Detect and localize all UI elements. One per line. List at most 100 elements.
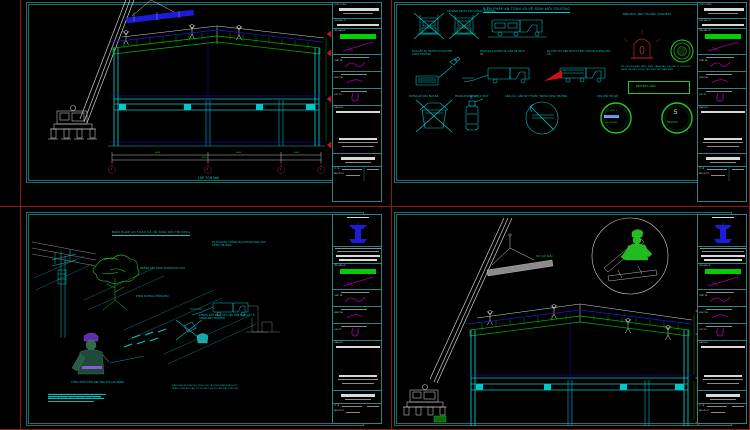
tb-project-sub-bar — [343, 13, 373, 14]
sheet-top-right[interactable]: BIỆN PHÁP AN TOÀN VÀ VỆ SINH MÔI TRƯỜNG — [392, 0, 750, 204]
tb-drawing-name-bar3-tr — [703, 142, 743, 143]
power-lines — [31, 241, 97, 267]
ground-hatch — [33, 255, 257, 365]
tb-sheet-label: BẢN VẼ SỐ — [334, 173, 344, 175]
tb-approver-row-tl: CHỦ TRÌ — [333, 89, 381, 106]
tb-drawing-name-bar3-br — [703, 379, 743, 380]
item-wash-body: PHUN RỬA THÙNG XE, GẦM XE SẠCH SẼ — [480, 51, 525, 56]
green-signal-icon — [670, 39, 694, 63]
tb-drawing-name-bar4-bl — [342, 383, 374, 384]
tb-drawing-highlight-bar-tr — [705, 34, 741, 39]
speed-limit-sign-icon — [661, 102, 693, 134]
tarp-highlight — [544, 70, 562, 81]
dim-text-total: 6000 — [202, 157, 208, 159]
tb-drawing-highlight-bar-bl — [340, 269, 376, 274]
tb-company-bar2-br — [702, 251, 744, 252]
crane-girder-br — [471, 377, 688, 391]
note-right-text: BIỆN PHÁP AN TOÀN LAO ĐỘNG: TẤT CẢ CÔNG … — [172, 385, 240, 390]
grid-bubble-label-1: 1 — [110, 166, 113, 171]
level-marker — [326, 30, 332, 149]
tb-approver-label-tr: CHỦ TRÌ — [699, 94, 707, 96]
company-logo-icon-br — [714, 223, 732, 243]
tb-owner-row-tr: CHỦ ĐẦU TƯ — [698, 19, 746, 29]
tb-drawingname-row-br: GIÁM ĐỐC — [698, 341, 746, 391]
title-block-tr[interactable]: CÔNG TRÌNH CHỦ ĐẦU TƯ TÊN BẢN VẼ THIẾT K… — [697, 2, 747, 202]
tb-sheet-bar-br — [707, 406, 727, 407]
tb-drawing-row-tl: TÊN BẢN VẼ — [333, 29, 381, 55]
tb-company-bar2 — [337, 251, 379, 252]
tb-sheet-bar2 — [367, 169, 379, 170]
board-title-tr: BIỆN PHÁP AN TOÀN VÀ VỆ SINH MÔI TRƯỜNG — [483, 7, 571, 13]
mobile-crane-icon-br — [403, 384, 447, 416]
tb-designer-label-bar — [341, 56, 369, 58]
tb-sheet-bar-bl — [342, 406, 362, 407]
tb-checker-label: KIỂM TRA — [334, 77, 343, 79]
dimension-line — [111, 152, 322, 163]
signature-stroke-bl — [342, 276, 374, 287]
hoist-rigging-icon — [131, 0, 177, 17]
page-boundary-mid — [391, 0, 392, 430]
caption-speed-limit: HẠN CHẾ TỐC ĐỘ — [597, 96, 619, 98]
tb-checker-row-tr: KIỂM TRA — [698, 72, 746, 89]
tb-sheet-bar — [342, 169, 362, 170]
tb-scale-row-tl — [333, 154, 381, 167]
worker-ppe-icon — [71, 332, 110, 375]
label-mist-spray: PHUN SƯƠNG CHỐNG BỤI — [136, 295, 169, 298]
signature-stroke-br — [707, 276, 739, 287]
no-litter-icon — [415, 99, 453, 133]
mobile-crane-icon — [48, 105, 97, 140]
title-block-br[interactable]: TÊN BẢN VẼ THIẾT KẾ KIỂM TRA CHỦ TRÌ GIÁ… — [697, 214, 747, 424]
tb-approver-label-bar — [341, 90, 367, 92]
attention-line2: AN TOÀN — [604, 114, 620, 119]
grid-bubble-label-3: 3 — [279, 166, 282, 171]
tb-drawing-name-bar-br — [701, 346, 745, 348]
tb-drawing-row-tr: TÊN BẢN VẼ — [698, 29, 746, 55]
tb-scale-bar2-br — [710, 399, 736, 400]
caption-no-fire: CẤM LỬA, CẤM HÚT THUỐC TRONG CÔNG TRƯỜNG — [505, 96, 568, 98]
tb-approver-row-tr: CHỦ TRÌ — [698, 89, 746, 106]
tb-designer-label-bl: THIẾT KẾ — [334, 295, 343, 297]
tb-checker-label-br: KIỂM TRA — [699, 312, 708, 314]
tb-scale-row-tr — [698, 154, 746, 167]
note-block-left — [48, 394, 106, 403]
tb-scale-label-bl: TỶ LỆ — [334, 405, 340, 407]
badge-warning-light-frame — [628, 81, 690, 94]
corbel-bracket — [119, 104, 315, 110]
title-block-bl[interactable]: TÊN BẢN VẼ THIẾT KẾ KIỂM TRA CHỦ TRÌ GIÁ… — [332, 214, 382, 424]
caption-no-litter: KHÔNG ĐỔ RÁC BỪA BÃI — [409, 96, 439, 98]
tb-designer-label-bar-br — [706, 291, 734, 293]
tb-approver-label-br: CHỦ TRÌ — [699, 329, 707, 331]
badge-warning-light: ĐÈN BÁO HIỆU — [636, 85, 656, 88]
tb-logo-row-br — [698, 215, 746, 247]
tb-drawing-name-bar3-bl — [338, 379, 378, 380]
sheet-top-left[interactable]: CẤU KIỆN LẮP TỔN MÁI 6000 6000 6000 6000… — [24, 0, 389, 204]
tb-scale-label: TỶ LỆ — [334, 168, 340, 170]
steel-column — [113, 48, 320, 146]
power-pole-icon — [51, 249, 77, 338]
tb-scale-label-tr: TỶ LỆ — [699, 168, 705, 170]
tb-project-row-bl — [333, 247, 381, 264]
worker-detail-green — [620, 229, 653, 261]
crane-boom-icon-br — [429, 217, 513, 384]
title-block-tl[interactable]: CÔNG TRÌNH CHỦ ĐẦU TƯ TÊN BẢN VẼ THIẾT K… — [332, 2, 382, 202]
dim-text-3: 6000 — [294, 152, 300, 154]
detail-callout-bubble — [591, 217, 669, 295]
tb-logo-top-bar — [347, 216, 369, 218]
note-warning-signs: BỐ TRÍ ĐÈN BÁO HIỆU, BIỂN CẢNH BÁO TẠI C… — [621, 66, 692, 72]
tb-checker-label-bar-tr — [706, 73, 732, 75]
tb-project-row-tl: CÔNG TRÌNH — [333, 3, 381, 19]
tb-designer-label-bar-bl — [341, 291, 369, 293]
signature-designer-bl — [344, 296, 366, 303]
purlin-ticks — [123, 33, 309, 49]
label-water-road: TƯỚI NƯỚC CHỐNG BỤI CHO ĐƯỜNG VÀO CÔNG T… — [212, 241, 266, 247]
tb-drawing-highlight-bar-br — [705, 269, 741, 274]
signature-approver — [351, 92, 359, 102]
tb-company-bar1 — [335, 248, 381, 249]
tb-sheetno-row-tr: TỶ LỆ BẢN VẼ SỐ — [698, 167, 746, 181]
tb-drawing-name-bar — [336, 111, 380, 113]
tb-sheetno-row-br: TỶ LỆ BẢN VẼ SỐ — [698, 404, 746, 418]
heading-vehicle-hygiene: VỆ SINH XE RA VÀO CÔNG TRƯỜNG — [447, 10, 496, 13]
label-ppe-required: CÔNG NHÂN PHẢI ĐEO BẢO HỘ LAO ĐỘNG — [71, 381, 125, 384]
tb-project-row-tr: CÔNG TRÌNH — [698, 3, 746, 19]
